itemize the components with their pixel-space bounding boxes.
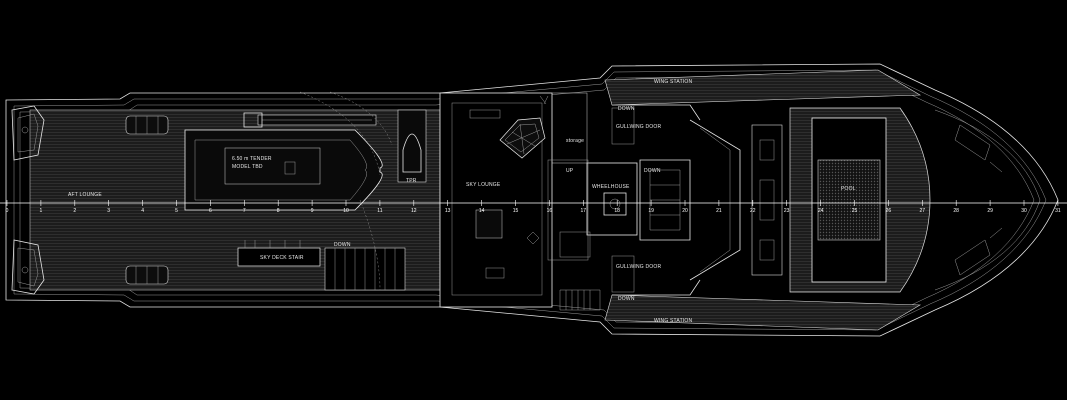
pool-deck: POOL	[789, 107, 931, 293]
tender-model-label: MODEL TBD	[232, 164, 263, 170]
wing-station-top-label: WING STATION	[654, 79, 693, 85]
frame-number: 15	[513, 208, 519, 214]
frame-number: 21	[716, 208, 722, 214]
lower-stair: DOWN DOWN	[559, 106, 635, 311]
frame-number: 28	[953, 208, 959, 214]
frame-number: 10	[343, 208, 349, 214]
down-center-label: DOWN	[644, 168, 661, 174]
frame-number: 19	[648, 208, 654, 214]
frame-number: 2	[73, 208, 76, 214]
frame-number: 6	[209, 208, 212, 214]
bar-label: SKY DECK STAIR	[260, 255, 304, 261]
frame-number: 12	[411, 208, 417, 214]
swing-arc-aft	[359, 199, 381, 291]
frame-number: 5	[175, 208, 178, 214]
gullwing-door-top: GULLWING DOOR	[611, 107, 661, 145]
frame-number: 9	[311, 208, 314, 214]
frame-number: 1	[40, 208, 43, 214]
frame-number: 26	[886, 208, 892, 214]
sunbed-top	[125, 115, 169, 135]
tender-crane	[243, 91, 393, 176]
jetski-sub-label: TPR	[406, 178, 417, 184]
forward-seat-column	[751, 124, 783, 276]
aft-corner-seat-bottom	[11, 239, 45, 295]
frame-number: 20	[682, 208, 688, 214]
bridge-console	[612, 104, 741, 296]
frame-number: 4	[141, 208, 144, 214]
frame-number: 11	[377, 208, 382, 214]
up-label: UP	[566, 168, 574, 174]
frame-number: 7	[243, 208, 246, 214]
frame-number: 16	[547, 208, 553, 214]
jet-ski: TPR	[397, 109, 427, 184]
wing-station-bottom: WING STATION	[604, 294, 922, 331]
frame-number: 17	[581, 208, 587, 214]
wing-station-bottom-label: WING STATION	[654, 318, 693, 324]
frame-number: 31	[1055, 208, 1061, 214]
tender-label: 6.50 m TENDER	[232, 156, 272, 162]
bar-counter: SKY DECK STAIR	[237, 240, 321, 267]
sky-lounge-label: SKY LOUNGE	[466, 182, 501, 188]
frame-number: 8	[277, 208, 280, 214]
bow-seats	[954, 124, 1003, 276]
aft-lounge-label: AFT LOUNGE	[68, 192, 102, 198]
bow-inner-arc	[934, 109, 1041, 291]
wing-station-top: WING STATION	[604, 69, 922, 106]
frame-number: 23	[784, 208, 790, 214]
frame-number: 3	[107, 208, 110, 214]
down-bottom-label: DOWN	[618, 296, 635, 302]
storage-label: storage	[566, 138, 584, 144]
frame-number: 24	[818, 208, 824, 214]
gullwing-door-bottom: GULLWING DOOR	[611, 255, 661, 293]
sunbed-bottom	[125, 265, 169, 285]
gullwing-top-label: GULLWING DOOR	[616, 124, 661, 130]
aft-stair: DOWN	[324, 242, 406, 291]
frame-number: 13	[445, 208, 451, 214]
aft-corner-seat-top	[11, 105, 45, 161]
down-top-label: DOWN	[618, 106, 635, 112]
frame-number: 25	[852, 208, 858, 214]
sky-lounge: SKY LOUNGE	[439, 92, 553, 308]
frame-number: 29	[987, 208, 993, 214]
frame-number: 14	[479, 208, 485, 214]
pool-label: POOL	[841, 186, 856, 192]
storage-room: storage UP	[551, 92, 588, 174]
frame-number: 30	[1021, 208, 1027, 214]
stair-down-label: DOWN	[334, 242, 351, 248]
gullwing-bottom-label: GULLWING DOOR	[616, 264, 661, 270]
frame-number: 0	[6, 208, 9, 214]
frame-number: 27	[920, 208, 926, 214]
wheelhouse: WHEELHOUSE DOWN	[547, 159, 691, 261]
frame-number: 22	[750, 208, 756, 214]
dining-table	[499, 117, 546, 159]
wheelhouse-label: WHEELHOUSE	[592, 184, 630, 190]
frame-number: 18	[614, 208, 620, 214]
tender-boat: 6.50 m TENDER MODEL TBD	[184, 129, 383, 211]
